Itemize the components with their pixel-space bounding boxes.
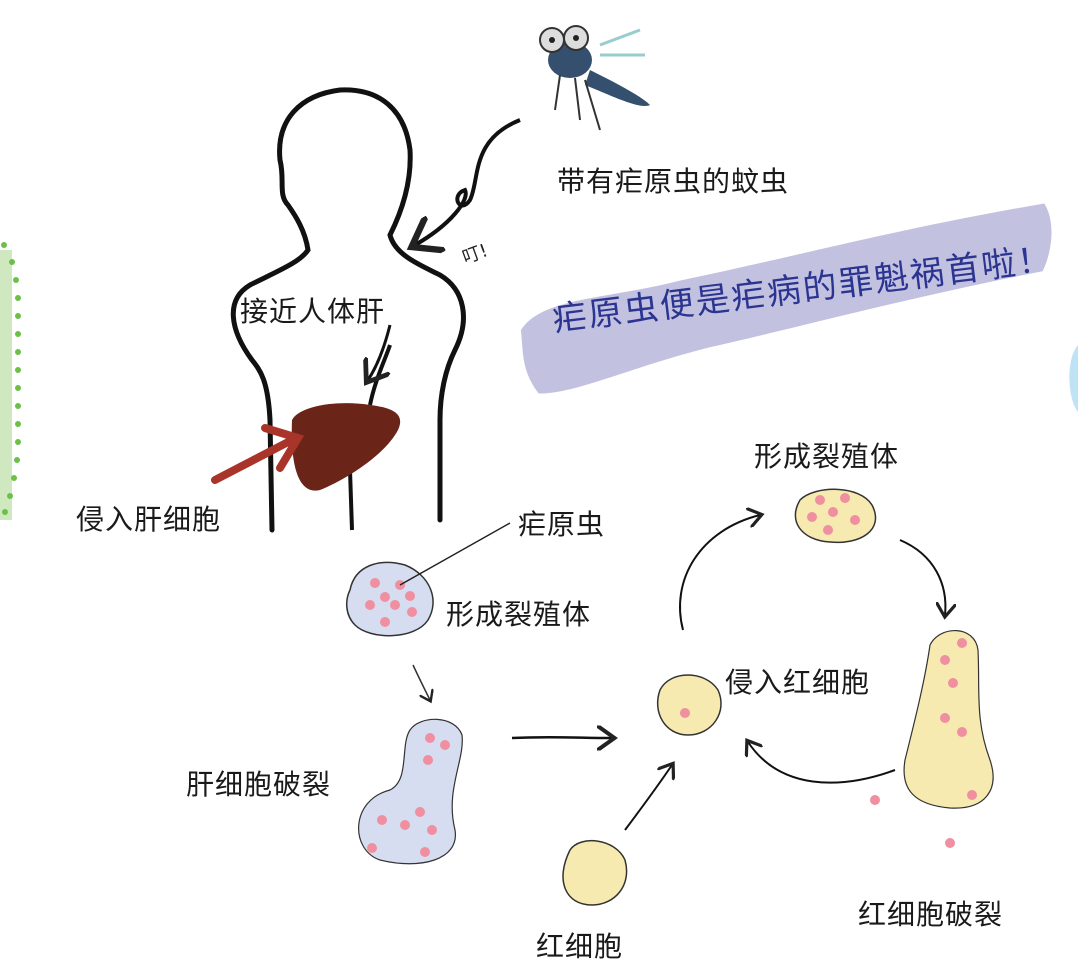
invade-liver-label: 侵入肝细胞	[76, 503, 222, 536]
mosquito-label: 带有疟原虫的蚊虫	[557, 165, 790, 198]
approach-liver-label: 接近人体肝	[240, 295, 386, 328]
schizont-liver-label: 形成裂殖体	[446, 598, 592, 631]
right-edge-bubble	[1069, 345, 1078, 412]
rbc-label: 红细胞	[536, 930, 624, 963]
liver-icon	[291, 403, 401, 491]
ruptured-liver-cell	[358, 718, 463, 865]
invade-rbc-label: 侵入红细胞	[725, 666, 871, 699]
schizont-rbc-label: 形成裂殖体	[754, 440, 900, 473]
mosquito-icon	[539, 25, 650, 131]
ruptured-red-cell	[870, 630, 994, 848]
schizont-red-cell	[794, 488, 877, 544]
human-silhouette-icon	[230, 87, 466, 533]
liver-cell	[345, 561, 434, 637]
rbc-rupture-label: 红细胞破裂	[858, 898, 1004, 931]
parasite-label: 疟原虫	[518, 508, 606, 541]
liver-rupture-label: 肝细胞破裂	[186, 768, 332, 801]
banner-background	[520, 203, 1052, 394]
pointer-line	[399, 522, 511, 586]
red-cell	[562, 840, 628, 906]
infected-red-cell	[656, 674, 722, 736]
decorative-dot-border	[0, 242, 21, 520]
invade-arrow-icon	[211, 424, 305, 484]
